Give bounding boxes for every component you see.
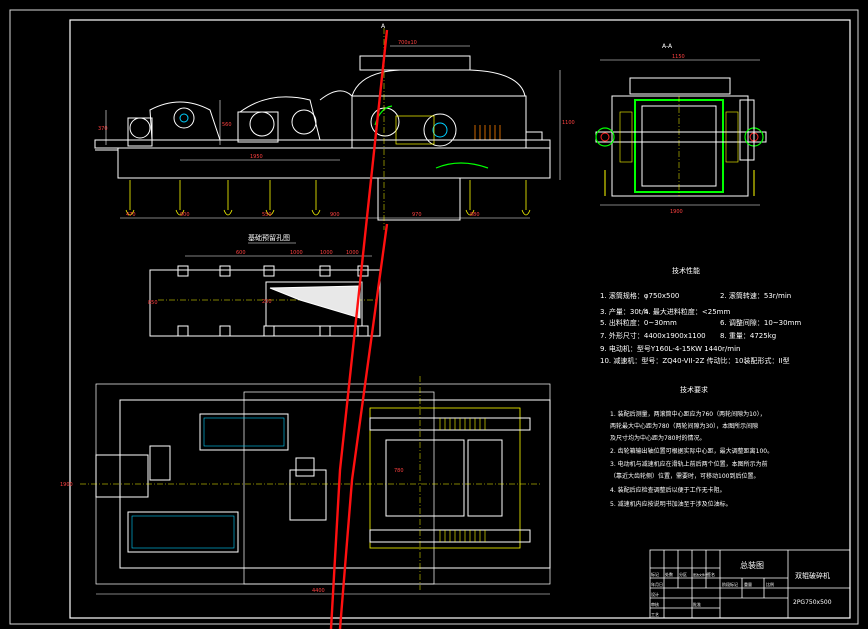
tb-label-change: 更改文件号 (693, 572, 708, 577)
param-5: 5. 出料粒度：0~30mm (600, 318, 677, 327)
param-6: 6. 调整间隙：10~30mm (720, 318, 801, 327)
tb-weight: 重量 (744, 581, 752, 587)
tb-label-mark: 标记 (651, 571, 659, 577)
tb-scale: 比例 (766, 581, 774, 587)
tb-stage: 阶段标记 (722, 581, 738, 587)
end-view-label: A-A (662, 43, 673, 50)
foundation-hole-plan: 基础预留孔图 600 1000 1000 1000 850 200 (148, 233, 381, 337)
req-1: 1. 装配后测量，两滚筒中心距应为760（两轮间隙为10）， (610, 410, 766, 418)
tb-row-review: 审核 (651, 601, 659, 607)
param-9: 9. 电动机：型号Y160L-4-15KW 1440r/min (600, 344, 740, 353)
tb-machine-name: 双辊破碎机 (795, 571, 830, 580)
title-block (649, 549, 851, 619)
section-mark-a: A (381, 23, 386, 30)
foundation-title: 基础预留孔图 (248, 233, 290, 242)
req-7: 4. 装配后应检查调整后以便于工作无卡阻。 (610, 486, 726, 494)
plan-view: 780 1900 4400 (60, 376, 551, 595)
req-2: 两轮最大中心距为780（两轮间隙为30），本图所示间隙 (610, 422, 758, 430)
dim-main-width: 1950 (250, 154, 263, 160)
tech-requirements-block: 技术要求 1. 装配后测量，两滚筒中心距应为760（两轮间隙为10）， 两轮最大… (610, 385, 773, 508)
red-section-lines (329, 29, 389, 629)
found-dim-4: 1000 (320, 250, 333, 256)
plan-inner: 780 (394, 468, 404, 474)
dim-end-top: 1150 (672, 54, 685, 60)
plan-length: 4400 (312, 588, 325, 594)
dim-foot-5: 970 (412, 212, 422, 218)
tb-drawing-name: 总装图 (740, 560, 764, 570)
dim-foot-2: 900 (180, 212, 190, 218)
front-elevation-view: 700x10 (94, 23, 575, 230)
tb-label-date: 年月日 (651, 581, 663, 587)
param-7: 7. 外形尺寸：4400x1900x1100 (600, 331, 706, 340)
tb-label-zone: 分区 (679, 571, 687, 577)
title-block-text: 标记 处数 分区 更改文件号 签名 年月日 设计 审核 工艺 批准 阶段标记 重… (651, 560, 832, 617)
param-4: 4. 最大进料粒度：<25mm (644, 307, 730, 316)
found-height: 850 (148, 300, 158, 306)
req-8: 5. 减速机内应按说明书加油至于涉及位油标。 (610, 500, 732, 508)
end-view-a-a: A-A 1150 1900 (595, 43, 767, 215)
dim-foot-3: 550 (262, 212, 272, 218)
outer-border (9, 9, 859, 625)
tech-params-title: 技术性能 (672, 266, 700, 275)
tech-req-title: 技术要求 (680, 385, 708, 394)
found-inner: 200 (262, 299, 272, 305)
tb-row-design: 设计 (651, 591, 659, 597)
dim-top-width: 700x10 (398, 40, 417, 46)
tb-label-count: 处数 (665, 571, 673, 577)
inner-border (69, 19, 851, 619)
dim-height-left: 370 (98, 126, 108, 132)
tech-params-block: 技术性能 1. 滚筒规格：φ750x500 2. 滚筒转速：53r/min 3.… (600, 266, 801, 365)
param-8: 8. 重量：4725kg (720, 332, 776, 340)
dim-height-total: 1100 (562, 120, 575, 126)
found-dim-3: 1000 (290, 250, 303, 256)
req-3: 及尺寸均为中心距为780时的情况。 (610, 434, 705, 442)
param-2: 2. 滚筒转速：53r/min (720, 291, 791, 300)
req-4: 2. 齿轮箱输出轴位置可根据实际中心距，最大调整距离100。 (610, 447, 773, 455)
plan-height: 1900 (60, 482, 73, 488)
req-6: （靠近大齿轮侧）位置，需要时，可移动100到后位置。 (610, 472, 759, 480)
param-1: 1. 滚筒规格：φ750x500 (600, 291, 679, 300)
tb-row-approve: 批准 (693, 601, 701, 607)
req-5: 3. 电动机与减速机应在滑轨上前后两个位置，本图所示为前 (610, 460, 768, 468)
tb-row-process: 工艺 (651, 612, 659, 617)
tb-label-sign: 签名 (707, 571, 715, 577)
dim-foot-4: 900 (330, 212, 340, 218)
dim-end-bottom: 1900 (670, 209, 683, 215)
found-dim-5: 1000 (346, 250, 359, 256)
dim-foot-6: 880 (470, 212, 480, 218)
dim-foot-1: 470 (126, 212, 136, 218)
dim-height-mid: 560 (222, 122, 232, 128)
param-10: 10. 减速机：型号：ZQ40-VII-2Z 传动比：10装配形式：II型 (600, 356, 790, 365)
tb-model-code: 2PG750x500 (793, 599, 832, 606)
found-dim-2: 600 (236, 250, 246, 256)
param-3: 3. 产量：30t/h (600, 307, 648, 316)
